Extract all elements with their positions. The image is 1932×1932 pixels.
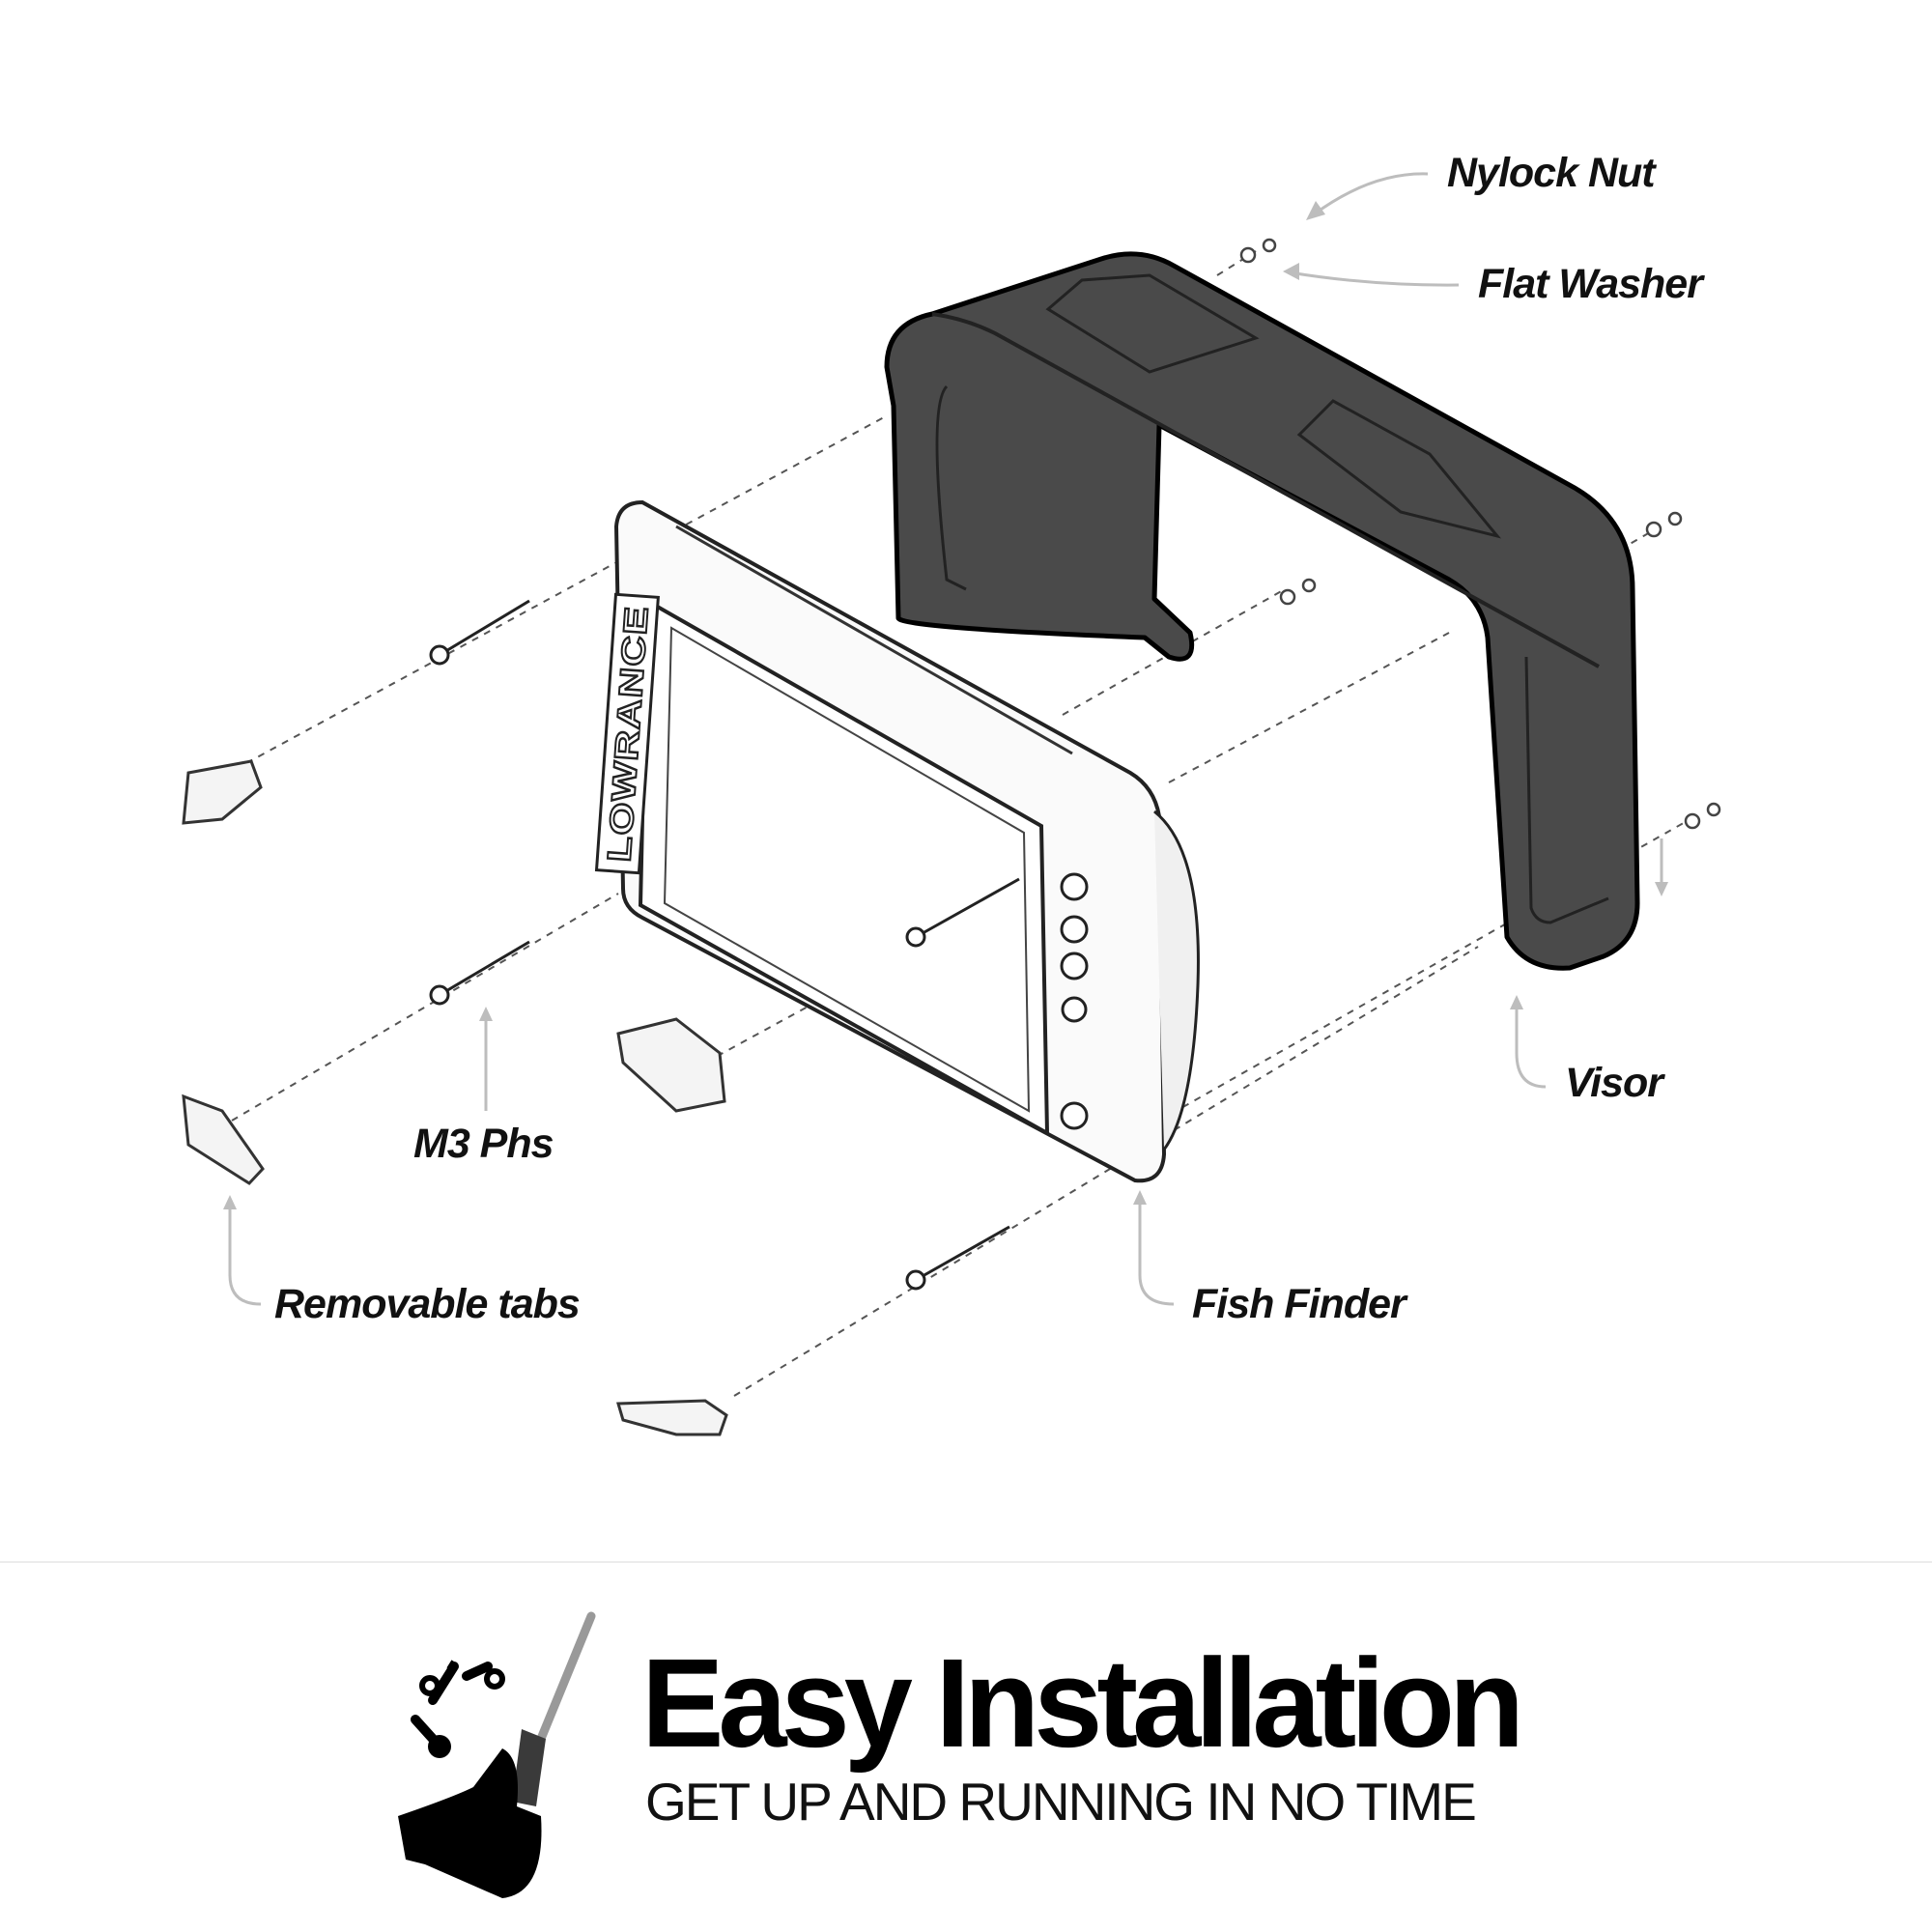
removable-tabs	[182, 759, 728, 1436]
hand-screwdriver-icon	[398, 1611, 596, 1898]
label-visor: Visor	[1565, 1060, 1663, 1106]
device-buttons	[1060, 872, 1089, 1130]
visor	[884, 251, 1640, 971]
label-flat-washer: Flat Washer	[1478, 261, 1703, 307]
section-divider	[0, 1561, 1932, 1563]
arrowheads	[223, 201, 1668, 1209]
label-nylock-nut: Nylock Nut	[1447, 150, 1656, 196]
screws	[429, 599, 1020, 1291]
screw-icon	[905, 877, 1020, 948]
screw-icon	[905, 1225, 1010, 1291]
screw-icon	[429, 599, 530, 666]
fish-finder: LOWRANCE	[594, 499, 1200, 1183]
banner-title: Easy Installation	[641, 1633, 1524, 1775]
washers-nuts	[1239, 238, 1721, 830]
label-m3-phs: M3 Phs	[413, 1121, 554, 1167]
leader-arrows	[228, 172, 1663, 1306]
screw-icon	[429, 940, 530, 1006]
banner-subtitle: GET UP AND RUNNING IN NO TIME	[645, 1772, 1477, 1832]
label-removable-tabs: Removable tabs	[274, 1281, 581, 1327]
label-fish-finder: Fish Finder	[1192, 1281, 1406, 1327]
